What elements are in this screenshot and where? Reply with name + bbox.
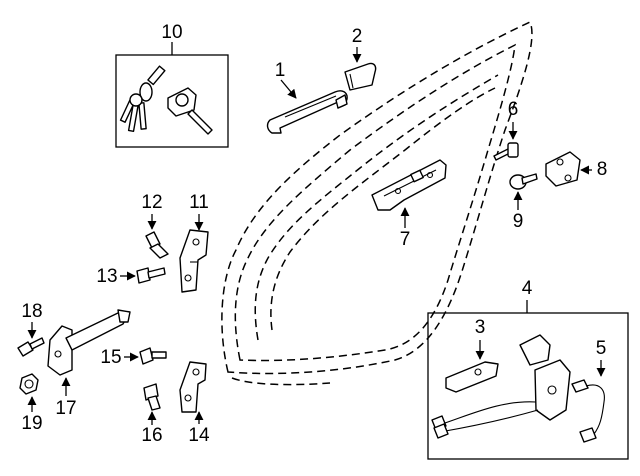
callout-4: 4 [522,278,533,299]
lock-assembly-box [427,312,629,460]
lock-cables [431,401,539,439]
lock-cylinder [167,87,213,135]
handle-cap [344,62,377,91]
callout-14: 14 [188,425,210,446]
door-check [47,309,131,376]
lock-actuator [445,361,499,393]
door-striker [545,151,581,187]
key-set [119,65,166,133]
callout-5: 5 [596,338,607,359]
bolt-13 [136,267,166,284]
outer-door-handle [266,90,348,134]
callout-10: 10 [161,22,182,43]
callout-12: 12 [141,192,162,213]
upper-hinge [179,229,209,293]
bolt-18 [17,337,45,357]
callout-19: 19 [21,413,42,434]
screw-6 [493,142,519,161]
bolt-16 [143,383,161,411]
door-outline [221,20,533,386]
nut-19 [19,373,39,395]
wiring-harness [571,379,605,443]
callout-3: 3 [475,317,486,338]
bolt-12 [145,231,169,259]
bolt-15 [139,347,167,365]
inner-handle-bracket [371,159,447,211]
callout-1: 1 [275,60,286,81]
door-latch [519,334,571,421]
callout-2: 2 [352,26,363,47]
callout-18: 18 [21,301,42,322]
callout-16: 16 [141,425,162,446]
callout-11: 11 [189,192,209,213]
callout-7: 7 [400,229,411,250]
lower-hinge [179,361,207,413]
callout-17: 17 [55,398,76,419]
callout-6: 6 [508,99,519,120]
leader-1 [280,79,297,99]
callout-13: 13 [96,266,117,287]
callout-8: 8 [597,159,608,180]
screw-9 [509,173,538,190]
callout-15: 15 [100,347,121,368]
callout-9: 9 [513,211,524,232]
